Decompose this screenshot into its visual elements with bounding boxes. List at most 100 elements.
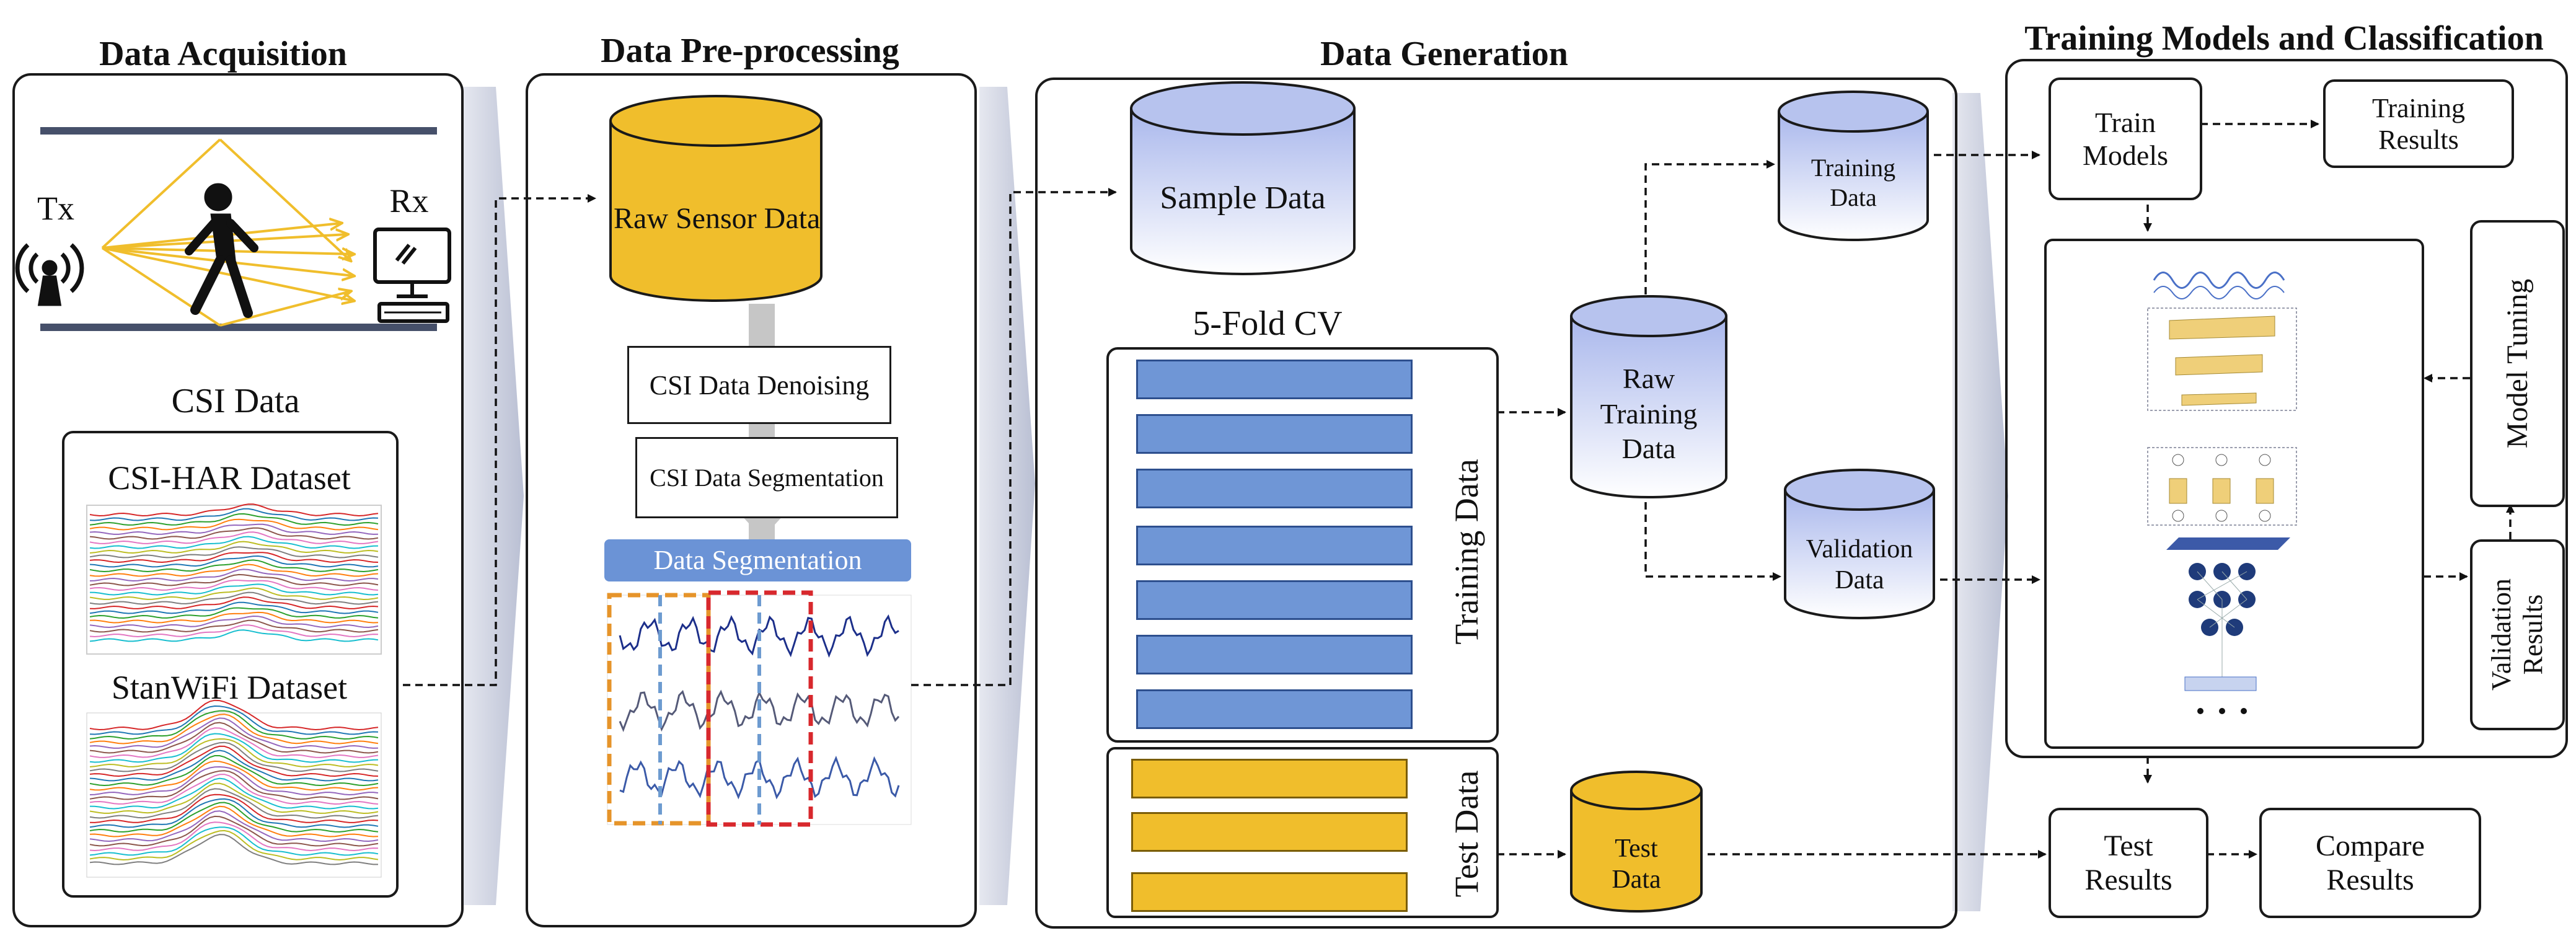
train-models-line1: Train: [2095, 107, 2156, 138]
waveform-line: [89, 503, 379, 517]
raw-training-line2: Training: [1600, 398, 1698, 430]
title-training: Training Models and Classification: [2024, 19, 2544, 58]
training-fold-7: [1136, 689, 1413, 729]
segmentation-banner: Data Segmentation: [604, 539, 911, 581]
person-icon: [185, 183, 258, 318]
waveform-line: [89, 555, 379, 568]
training-results-box: Training Results: [2323, 79, 2514, 168]
test-data-line2: Data: [1612, 865, 1661, 894]
waveform-line: [89, 745, 379, 777]
bottom-wall: [40, 324, 437, 331]
top-wall: [40, 127, 437, 135]
waveform-line: [89, 596, 379, 609]
waveform-line: [89, 531, 379, 544]
waveform-line: [89, 722, 379, 754]
waveform-line: [89, 774, 379, 805]
chevron-2: [979, 87, 1035, 905]
flow-arrows: [403, 120, 2515, 859]
waveform-line: [89, 782, 379, 815]
training-data-vertical-label: Training Data: [1448, 459, 1485, 645]
validation-results-line2: Results: [2517, 595, 2548, 675]
csi-data-label: CSI Data: [171, 382, 300, 420]
training-fold-4: [1136, 526, 1413, 565]
tx-label: Tx: [37, 190, 74, 227]
training-data-line1: Training: [1811, 154, 1896, 182]
waveform-line: [89, 727, 379, 758]
panel-preprocessing: [526, 73, 977, 927]
waveform-line: [89, 607, 379, 619]
waveform-line: [89, 705, 379, 735]
training-results-line1: Training: [2372, 92, 2465, 123]
waveform-line: [89, 749, 379, 782]
validation-data-cylinder: [1784, 469, 1935, 619]
test-fold-2: [1131, 812, 1408, 852]
train-models-line2: Models: [2083, 139, 2168, 171]
waveform-line: [89, 559, 379, 573]
waveform-line: [89, 591, 379, 605]
rx-label: Rx: [389, 182, 429, 219]
architecture-figure: [2146, 271, 2297, 714]
waveform-line: [89, 829, 379, 861]
test-data-line1: Test: [1615, 834, 1658, 863]
panel-acquisition: [12, 73, 464, 927]
sample-data-label: Sample Data: [1160, 180, 1326, 216]
waveform-line: [89, 766, 379, 796]
raw-training-cylinder: [1570, 295, 1727, 498]
waveform-line: [89, 714, 379, 745]
validation-results-text: Validation Results: [2486, 579, 2549, 691]
waveform-line: [89, 793, 379, 823]
csi-har-plot: [86, 505, 382, 655]
stanwifi-dataset-label: StanWiFi Dataset: [111, 669, 348, 706]
dataset-container: [62, 431, 399, 898]
panel-generation: [1035, 77, 1957, 929]
waveform-line: [89, 834, 378, 865]
compare-results-line1: Compare: [2316, 829, 2425, 862]
waveform-line: [89, 583, 379, 596]
waveform-line: [89, 699, 379, 731]
test-fold-1: [1131, 759, 1408, 798]
chevron-3: [1952, 93, 2008, 911]
waveform-line: [89, 611, 379, 624]
training-data-cylinder: [1778, 91, 1929, 241]
title-generation: Data Generation: [1320, 35, 1568, 73]
waveform-line: [89, 788, 379, 819]
waveform-line: [89, 568, 379, 582]
waveform-line: [89, 564, 379, 577]
raw-sensor-cylinder: [609, 95, 823, 302]
training-data-line2: Data: [1830, 183, 1877, 211]
waveform-line: [89, 717, 379, 749]
chevron-1: [462, 87, 524, 905]
waveform-line: [89, 624, 379, 638]
training-fold-6: [1136, 635, 1413, 674]
waveform-line: [89, 518, 379, 531]
validation-data-line2: Data: [1835, 566, 1884, 595]
waveform-line: [89, 629, 379, 642]
waveform-line: [89, 587, 379, 601]
compare-results-box: Compare Results: [2259, 808, 2481, 918]
waveform-line: [89, 741, 379, 772]
waveform-line: [89, 523, 379, 535]
sample-data-cylinder: [1130, 81, 1356, 275]
waveform-line: [89, 738, 379, 767]
waveform-line: [89, 821, 379, 852]
title-preprocessing: Data Pre-processing: [601, 32, 899, 70]
compare-results-line2: Results: [2326, 864, 2414, 896]
waveform-line: [89, 805, 379, 838]
title-acquisition: Data Acquisition: [99, 35, 347, 73]
antenna-icon: [15, 243, 84, 306]
waveform-line: [89, 770, 379, 800]
segmentation-signal: [619, 614, 899, 658]
training-fold-3: [1136, 469, 1413, 508]
csi-har-dataset-label: CSI-HAR Dataset: [108, 459, 351, 497]
test-data-cylinder: [1570, 771, 1703, 913]
test-data-vertical-label: Test Data: [1448, 770, 1485, 898]
waveform-line: [89, 826, 379, 856]
waveform-line: [89, 810, 379, 842]
training-fold-1: [1136, 360, 1413, 399]
model-architecture-box: [2044, 239, 2424, 749]
waveform-line: [89, 546, 379, 559]
computer-icon: [373, 228, 451, 323]
waveform-line: [89, 615, 379, 629]
panel-training: [2005, 59, 2568, 758]
waveform-line: [89, 777, 379, 810]
